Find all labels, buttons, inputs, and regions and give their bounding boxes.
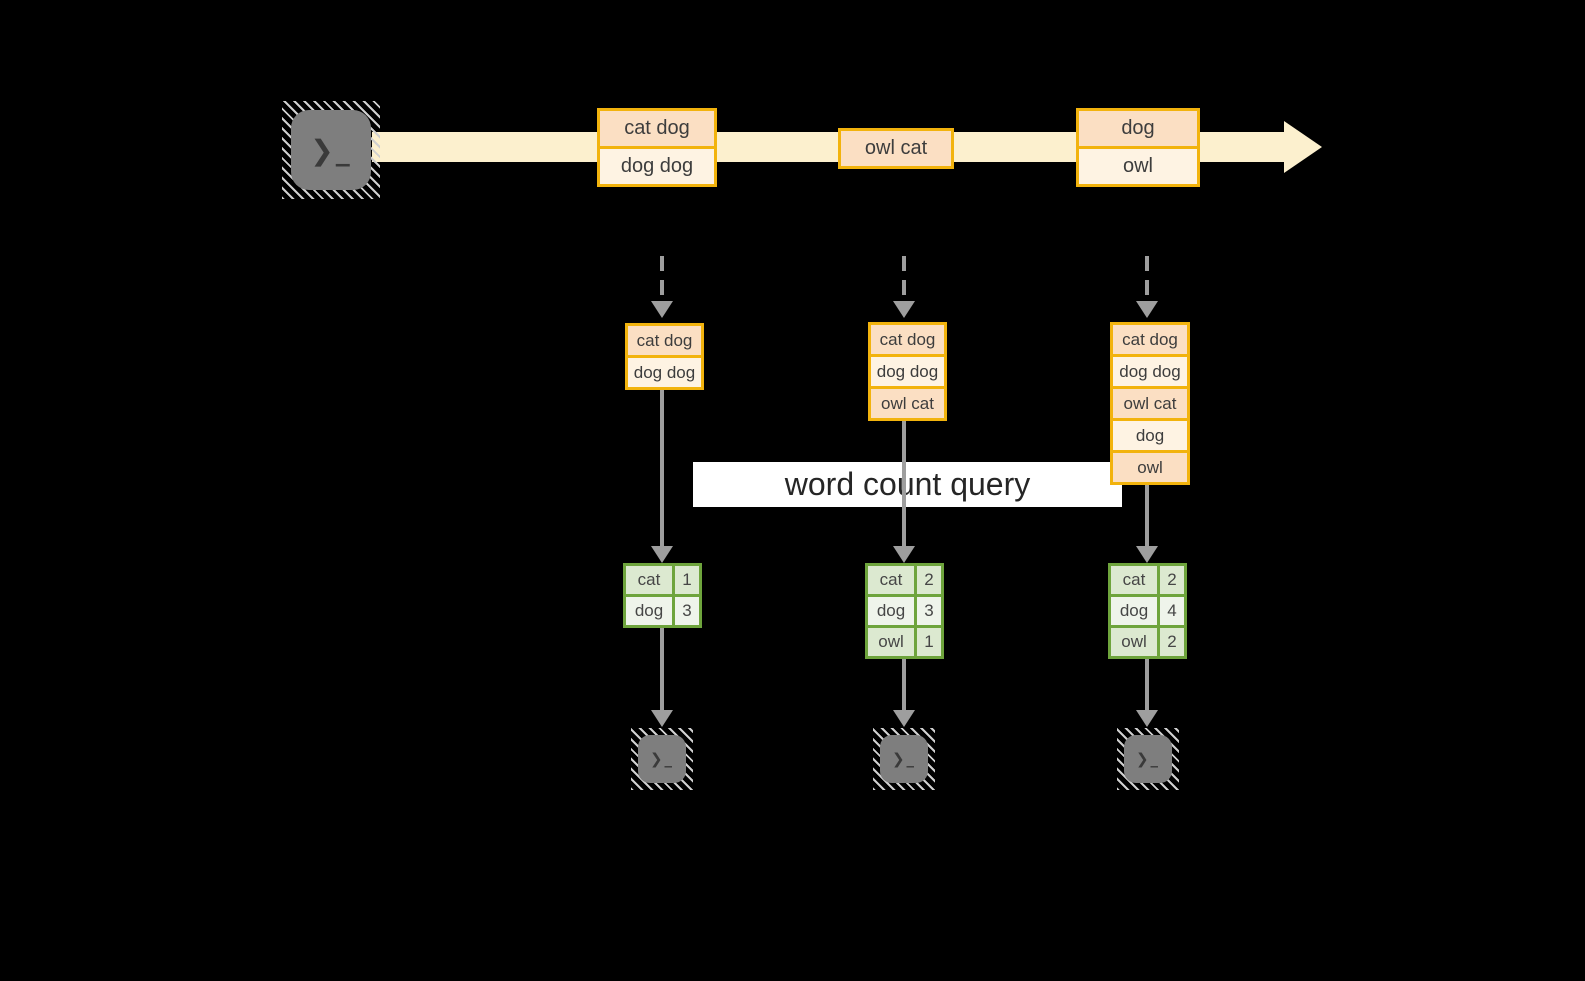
buffer-stack-1: cat dog dog dog <box>625 323 704 390</box>
word-cell: dog <box>1111 597 1160 625</box>
table-row: dog 3 <box>626 594 699 625</box>
buffer-stack-2: cat dog dog dog owl cat <box>868 322 947 421</box>
terminal-glyph: ❯_ <box>291 110 371 190</box>
dashed-arrowhead-icon <box>651 301 673 318</box>
arrow-line <box>902 420 906 547</box>
buffer-line: cat dog <box>1113 325 1187 354</box>
arrowhead-icon <box>1136 546 1158 563</box>
table-row: owl 2 <box>1111 625 1184 656</box>
count-table-3: cat 2 dog 4 owl 2 <box>1108 563 1187 659</box>
stream-event-line: dog <box>1079 111 1197 146</box>
count-cell: 1 <box>675 566 699 594</box>
terminal-output-icon-2: ❯_ <box>873 728 935 790</box>
arrow-line <box>902 659 906 710</box>
arrowhead-icon <box>1136 710 1158 727</box>
buffer-line: cat dog <box>628 326 701 355</box>
arrow-line <box>1145 484 1149 547</box>
stream-event-line: owl cat <box>841 131 951 166</box>
arrowhead-icon <box>893 710 915 727</box>
count-table-2: cat 2 dog 3 owl 1 <box>865 563 944 659</box>
count-cell: 2 <box>1160 628 1184 656</box>
count-table-1: cat 1 dog 3 <box>623 563 702 628</box>
terminal-glyph: ❯_ <box>880 735 928 783</box>
table-row: owl 1 <box>868 625 941 656</box>
count-cell: 4 <box>1160 597 1184 625</box>
arrow-line <box>1145 659 1149 710</box>
table-row: cat 2 <box>868 566 941 594</box>
arrowhead-icon <box>651 546 673 563</box>
arrow-line <box>660 628 664 710</box>
count-cell: 2 <box>1160 566 1184 594</box>
count-cell: 1 <box>917 628 941 656</box>
buffer-line: dog dog <box>1113 354 1187 386</box>
stream-arrowhead-icon <box>1284 121 1322 173</box>
table-row: dog 4 <box>1111 594 1184 625</box>
stream-event-2: owl cat <box>838 128 954 169</box>
buffer-line: owl cat <box>1113 386 1187 418</box>
word-cell: owl <box>868 628 917 656</box>
word-cell: dog <box>626 597 675 625</box>
stream-event-3: dog owl <box>1076 108 1200 187</box>
arrow-line <box>660 389 664 547</box>
buffer-line: owl cat <box>871 386 944 418</box>
query-label: word count query <box>693 462 1122 507</box>
table-row: cat 2 <box>1111 566 1184 594</box>
buffer-line: dog dog <box>871 354 944 386</box>
terminal-source-icon: ❯_ <box>282 101 380 199</box>
word-cell: cat <box>626 566 675 594</box>
terminal-output-icon-1: ❯_ <box>631 728 693 790</box>
buffer-line: dog dog <box>628 355 701 387</box>
stream-event-line: dog dog <box>600 146 714 184</box>
buffer-line: cat dog <box>871 325 944 354</box>
dashed-arrowhead-icon <box>893 301 915 318</box>
buffer-line: dog <box>1113 418 1187 450</box>
arrowhead-icon <box>893 546 915 563</box>
table-row: dog 3 <box>868 594 941 625</box>
count-cell: 3 <box>917 597 941 625</box>
dashed-arrowhead-icon <box>1136 301 1158 318</box>
dashed-arrow-line <box>902 256 906 302</box>
table-row: cat 1 <box>626 566 699 594</box>
stream-event-line: cat dog <box>600 111 714 146</box>
stream-event-1: cat dog dog dog <box>597 108 717 187</box>
buffer-stack-3: cat dog dog dog owl cat dog owl <box>1110 322 1190 485</box>
terminal-output-icon-3: ❯_ <box>1117 728 1179 790</box>
dashed-arrow-line <box>660 256 664 302</box>
count-cell: 2 <box>917 566 941 594</box>
arrowhead-icon <box>651 710 673 727</box>
word-cell: cat <box>1111 566 1160 594</box>
word-cell: dog <box>868 597 917 625</box>
buffer-line: owl <box>1113 450 1187 482</box>
word-cell: owl <box>1111 628 1160 656</box>
terminal-glyph: ❯_ <box>1124 735 1172 783</box>
count-cell: 3 <box>675 597 699 625</box>
stream-event-line: owl <box>1079 146 1197 184</box>
word-cell: cat <box>868 566 917 594</box>
dashed-arrow-line <box>1145 256 1149 302</box>
terminal-glyph: ❯_ <box>638 735 686 783</box>
